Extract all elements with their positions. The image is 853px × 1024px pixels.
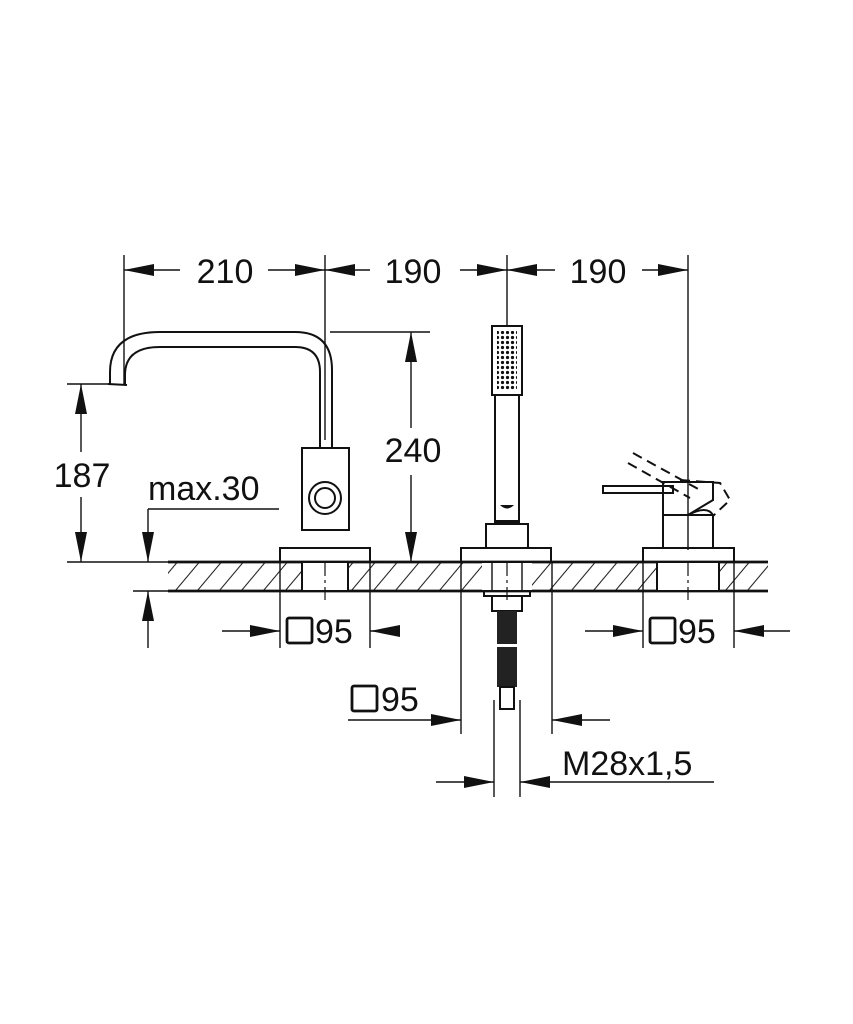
dim-base-middle: 95 [348, 562, 610, 734]
dim-base-middle-value: 95 [381, 681, 419, 719]
dim-base-left: 95 [222, 562, 400, 651]
dim-240: 240 [330, 331, 442, 562]
hand-shower [460, 325, 552, 710]
square-symbol-icon [285, 616, 314, 645]
dim-spacing-right: 190 [570, 253, 627, 291]
dim-spacing-middle: 190 [385, 253, 442, 291]
dim-thread: M28x1,5 [436, 700, 714, 797]
spout-diverter-knob-icon [308, 481, 342, 515]
spout [107, 331, 371, 600]
dim-outlet-height: 187 [54, 457, 111, 495]
dim-spout-height: 240 [385, 432, 442, 470]
dim-deck-thickness: max.30 [148, 470, 260, 508]
dim-187: 187 [54, 383, 168, 563]
dim-base-right: 95 [585, 562, 790, 651]
top-dimension-chain: 210 190 190 [123, 253, 689, 550]
dim-max-30: max.30 [133, 470, 279, 648]
square-symbol-icon [350, 684, 379, 713]
deck-section [168, 560, 768, 593]
dim-spacing-left: 210 [197, 253, 254, 291]
dim-base-right-value: 95 [678, 613, 716, 651]
dim-base-left-value: 95 [315, 613, 353, 651]
dim-thread-value: M28x1,5 [562, 745, 692, 783]
square-symbol-icon [648, 616, 677, 645]
lever-mixer [602, 452, 735, 600]
